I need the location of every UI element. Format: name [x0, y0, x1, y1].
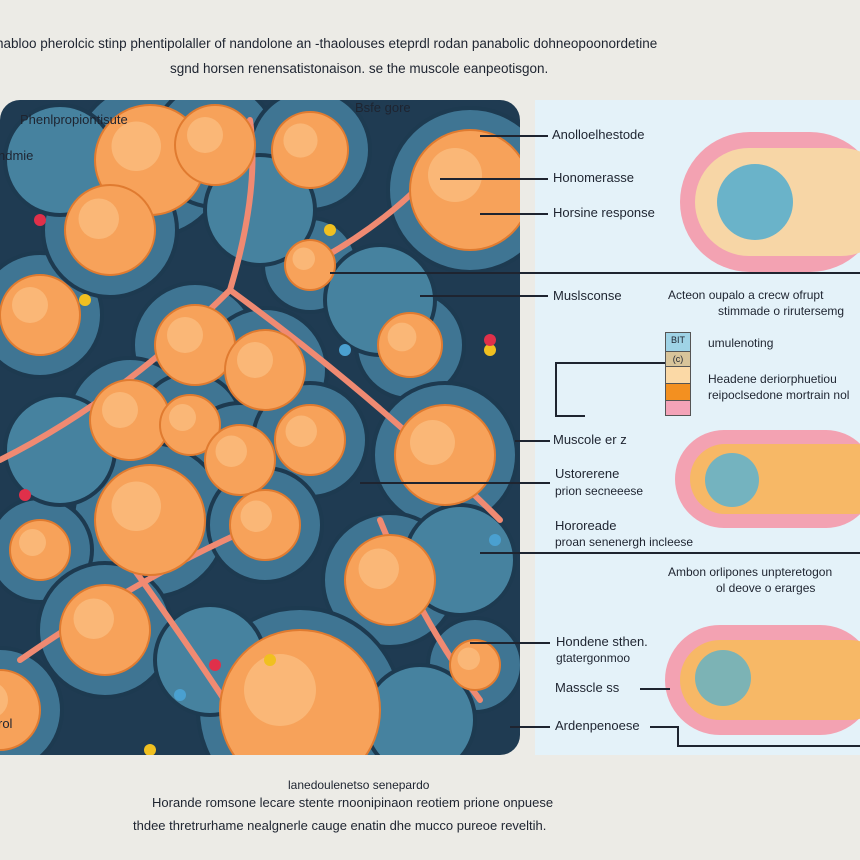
diagram-title-line-1: nabloo pherolcic stinp phentipolaller of… [0, 36, 658, 51]
right-detail-panel [535, 100, 860, 755]
cell-highlight [410, 420, 455, 465]
tube-3 [665, 625, 860, 735]
cell-highlight [111, 121, 161, 171]
particle [264, 654, 276, 666]
particle [484, 334, 496, 346]
caption-heading: lanedoulenetso senepardo [288, 778, 430, 792]
cell-highlight [215, 435, 247, 467]
cell-highlight [187, 117, 223, 153]
label-l5: Muscole er z [553, 432, 627, 447]
adipose-cells [0, 104, 520, 755]
particle [174, 689, 186, 701]
muscle-ring [203, 153, 317, 267]
particle [324, 224, 336, 236]
caption-line-2: thdee thretrurhame nealgnerle cauge enat… [133, 818, 547, 833]
stack-label-3: reipoclsedone mortrain nol [708, 388, 850, 402]
label-l1: Anolloelhestode [552, 127, 645, 142]
note-2-line-2: ol deove o erarges [716, 581, 816, 595]
stack-layer-top: BIT [665, 332, 691, 352]
cell-highlight [19, 529, 46, 556]
note-2-line-1: Ambon orlipones unpteretogon [668, 565, 833, 579]
label-l6b: prion secneeese [555, 484, 644, 498]
diagram-title-line-2: sgnd horsen renensatistonaison. se the m… [170, 61, 549, 76]
cell-highlight [285, 415, 317, 447]
cell-highlight [73, 598, 114, 639]
label-top-left: Phenlpropiontisute [20, 112, 128, 127]
tissue-illustration [0, 100, 520, 755]
label-l3: Horsine response [553, 205, 655, 220]
label-l9: Masscle ss [555, 680, 620, 695]
adipose-cell [0, 669, 41, 751]
layer-stack: BIT (c) [665, 332, 691, 416]
particles [19, 214, 501, 755]
stack-label-2: Headene deriorphuetiou [708, 372, 837, 386]
label-l8b: gtatergonmoo [556, 651, 631, 665]
cell-highlight [169, 404, 196, 431]
cell-highlight [102, 392, 138, 428]
cell-highlight [240, 500, 272, 532]
stack-label-1: umulenoting [708, 336, 774, 350]
label-l7b: proan senenergh incleese [555, 535, 694, 549]
cell-highlight [237, 342, 273, 378]
cell-highlight [111, 481, 161, 531]
cell-highlight [12, 287, 48, 323]
label-top-center: Bsfe gore [355, 100, 411, 115]
particle [209, 659, 221, 671]
cell-highlight [78, 198, 119, 239]
label-left-edge: ndmie [0, 148, 34, 163]
label-l6: Ustorerene [555, 466, 620, 481]
cell-highlight [0, 685, 8, 715]
note-1-line-2: stimmade o rirutersemg [718, 304, 845, 318]
caption-line-1: Horande romsone lecare stente rnoonipina… [152, 795, 554, 810]
cell-highlight [292, 247, 315, 270]
tube-1 [680, 132, 860, 272]
particle [79, 294, 91, 306]
tube-2 [675, 430, 860, 528]
label-l7: Hororeade [555, 518, 617, 533]
label-l10: Ardenpenoese [555, 718, 640, 733]
cell-highlight [167, 317, 203, 353]
label-l8: Hondene sthen. [556, 634, 648, 649]
label-bottom-left: rol [0, 716, 13, 731]
particle [144, 744, 156, 755]
particle [34, 214, 46, 226]
muscle-fiber-tubes [665, 132, 860, 735]
label-l4: Muslsconse [553, 288, 622, 303]
cell-highlight [428, 148, 482, 202]
stack-layer-second: (c) [665, 352, 691, 367]
cell-highlight [283, 123, 318, 158]
cell-highlight [358, 548, 399, 589]
cell-highlight [387, 322, 417, 352]
cell-highlight [244, 654, 316, 726]
cell-highlight [457, 647, 480, 670]
particle [339, 344, 351, 356]
particle [489, 534, 501, 546]
label-l2: Honomerasse [553, 170, 634, 185]
particle [484, 344, 496, 356]
particle [19, 489, 31, 501]
note-1-line-1: Acteon oupalo a crecw ofrupt [668, 288, 824, 302]
